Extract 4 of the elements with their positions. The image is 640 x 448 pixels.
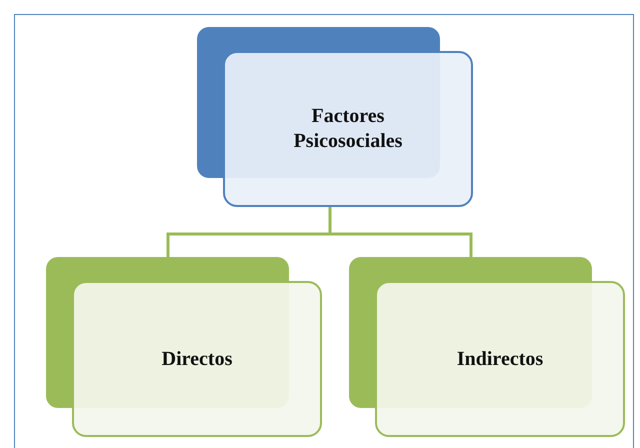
connector-line: [328, 207, 472, 257]
node-label: Indirectos: [456, 346, 544, 372]
node-label: Factores Psicosociales: [292, 104, 404, 154]
node-label: Directos: [162, 346, 232, 372]
